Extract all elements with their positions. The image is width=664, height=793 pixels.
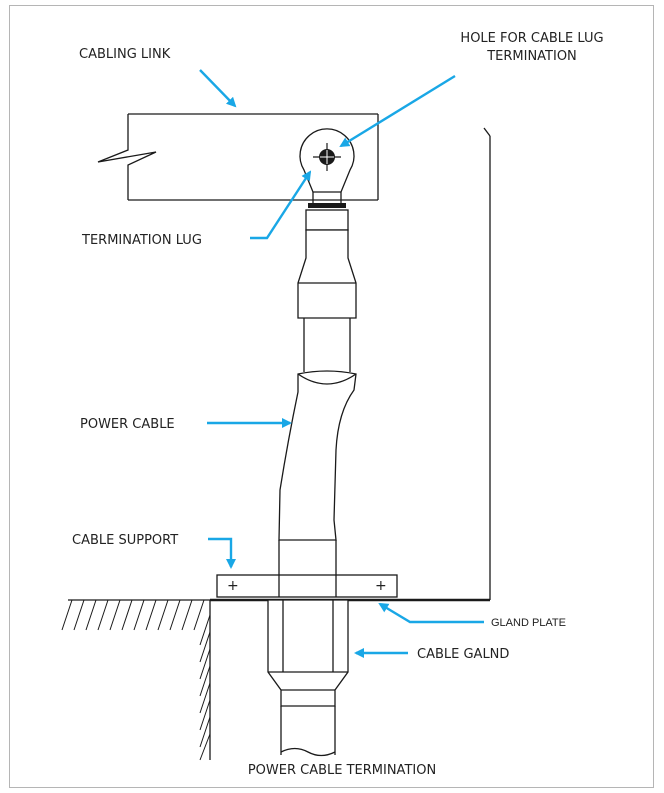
annotation-arrows [199, 69, 484, 658]
arrow-cable-support [208, 537, 236, 569]
cable-gland [267, 599, 349, 707]
label-termination-lug: TERMINATION LUG [81, 233, 202, 248]
arrow-gland-plate [378, 602, 484, 624]
label-gland-plate: GLAND PLATE [491, 617, 566, 629]
cabling-link-bar [97, 113, 379, 201]
arrow-hole [339, 74, 456, 148]
label-power-cable: POWER CABLE [80, 417, 175, 432]
cable-support: + + [216, 574, 398, 598]
floor-hatch [61, 599, 211, 761]
lug-hole [313, 143, 341, 171]
arrow-cabling-link [199, 69, 237, 108]
gland-plate [210, 127, 491, 602]
label-hole-line1: HOLE FOR CABLE LUG [460, 31, 603, 46]
label-cable-gland: CABLE GALND [417, 647, 509, 662]
svg-text:+: + [375, 578, 387, 594]
label-cabling-link: CABLING LINK [79, 47, 171, 62]
arrow-termination-lug [250, 170, 312, 240]
label-hole-line2: TERMINATION [486, 49, 577, 64]
cable-lower [280, 706, 336, 757]
diagram-caption: POWER CABLE TERMINATION [248, 763, 436, 778]
svg-text:+: + [227, 578, 239, 594]
lug-sleeve [297, 209, 357, 319]
label-cable-support: CABLE SUPPORT [72, 533, 178, 548]
cable-upper [303, 318, 351, 372]
power-cable-body [278, 370, 357, 576]
